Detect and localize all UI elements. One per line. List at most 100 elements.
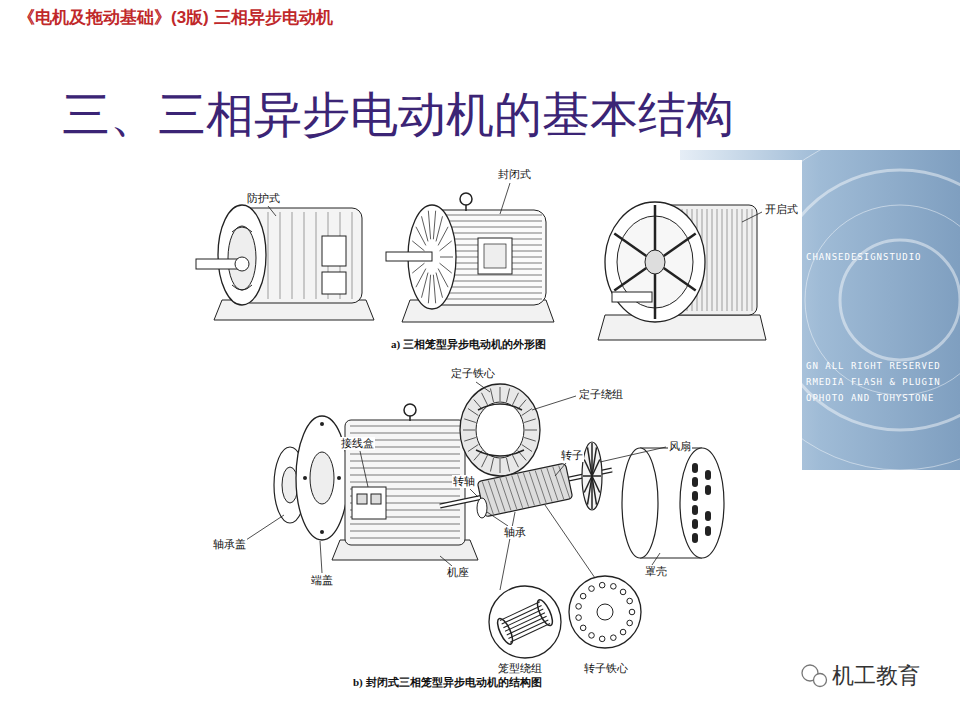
stator-slot (500, 387, 501, 401)
cooling-fin (350, 426, 460, 427)
end-shield-inner (228, 226, 256, 290)
rotor-bar (541, 468, 552, 502)
eye-bolt (465, 205, 467, 211)
spoke (614, 268, 646, 291)
cooling-fin (350, 468, 460, 469)
shield-rib (428, 211, 430, 240)
cover-slot (705, 511, 711, 521)
decor-text: CHANSEDESIGNSTUDIO (806, 252, 922, 263)
rotor-slot (580, 625, 586, 631)
cooling-fin (350, 475, 460, 476)
fan-blade (592, 475, 601, 477)
slide-title: 三、三相异步电动机的基本结构 (62, 86, 734, 144)
stator-slot (522, 409, 532, 416)
rotor-slot (576, 604, 582, 610)
rotor-slot (629, 609, 635, 615)
leader-line (470, 489, 478, 497)
part-label: 转轴 (452, 475, 476, 488)
leader-line (532, 396, 576, 410)
part-label: 转子 (560, 449, 584, 462)
figure-caption: a) 三相笼型异步电动机的外形图 (390, 338, 547, 351)
body-hatch (717, 209, 718, 311)
part-label: 定子绕组 (578, 388, 624, 401)
leader-line (268, 206, 276, 216)
body-rib (268, 212, 269, 299)
cooling-fin (350, 433, 460, 434)
shaft (386, 252, 432, 261)
cover-slot (692, 505, 698, 515)
stator-bore (476, 402, 524, 458)
cooling-fin (446, 221, 542, 222)
body-rib (316, 212, 317, 299)
stator-slot (463, 430, 475, 431)
shield-rib (440, 263, 452, 273)
leader-line (246, 515, 284, 540)
shield-rib (416, 227, 426, 246)
rotor-bar (488, 480, 499, 514)
stator-slot (506, 458, 509, 472)
shield-rib (422, 216, 429, 241)
cover-slot (705, 485, 711, 495)
cooling-fin (446, 293, 542, 294)
leader-line (476, 382, 490, 392)
shield-rib (440, 257, 453, 258)
stator-slot (482, 455, 488, 467)
type-label: 开启式 (764, 203, 799, 216)
cooling-fin (350, 461, 460, 462)
stator-slot (482, 393, 488, 405)
type-label: 防护式 (246, 192, 281, 205)
rotor-bar (535, 470, 546, 504)
shield-rib (436, 216, 443, 241)
spoke (654, 274, 657, 319)
rotor-bar (523, 472, 534, 506)
part-label: 端盖 (310, 574, 334, 587)
protected-motor (196, 205, 374, 320)
cover-rim (622, 448, 658, 558)
eye-bolt (409, 416, 411, 421)
type-label: 封闭式 (497, 168, 532, 181)
rotor-slot (589, 586, 595, 592)
stator-slot (524, 419, 536, 423)
rotor-slot (580, 593, 586, 599)
shield-rib (422, 273, 429, 298)
end-shield (296, 416, 348, 540)
part-label: 定子铁心 (450, 367, 496, 380)
fan-blade (583, 475, 592, 477)
cooling-fin (446, 287, 542, 288)
fan (582, 442, 602, 510)
cooling-fin (446, 215, 542, 216)
rotor-core-circle (569, 576, 641, 648)
rotor-bar (518, 473, 529, 507)
bolt-hole (303, 476, 307, 480)
cover-face (680, 448, 724, 558)
decor-text: OPHOTO AND TOHYSTONE (806, 393, 934, 404)
hub (645, 250, 665, 274)
cooling-fin (350, 454, 460, 455)
rotor-slot (576, 615, 582, 621)
cooling-fin (446, 299, 542, 300)
rotor-bar (547, 467, 558, 501)
part-label: 罩壳 (644, 565, 668, 578)
terminal (371, 494, 381, 504)
stator-slot (524, 438, 536, 442)
spoke (664, 268, 696, 291)
wechat-icon (814, 674, 827, 687)
decor-text: GN ALL RIGHT RESERVED (806, 361, 941, 372)
stator-slot (500, 459, 501, 473)
terminal-box (352, 487, 386, 519)
enclosed-motor (386, 193, 554, 322)
part-label: 风扇 (668, 440, 692, 453)
hub (235, 257, 249, 271)
leader-lines (246, 183, 762, 573)
vent-window (322, 236, 346, 266)
rotor-bar (512, 475, 523, 509)
stator-slot (525, 430, 537, 431)
body-hatch (742, 209, 743, 311)
end-shield-inner (310, 452, 334, 504)
leader-line (652, 553, 660, 565)
stator-slot (468, 409, 478, 416)
leader-line (487, 512, 508, 526)
rotor-body (477, 463, 573, 517)
bolt-hole (320, 530, 324, 534)
